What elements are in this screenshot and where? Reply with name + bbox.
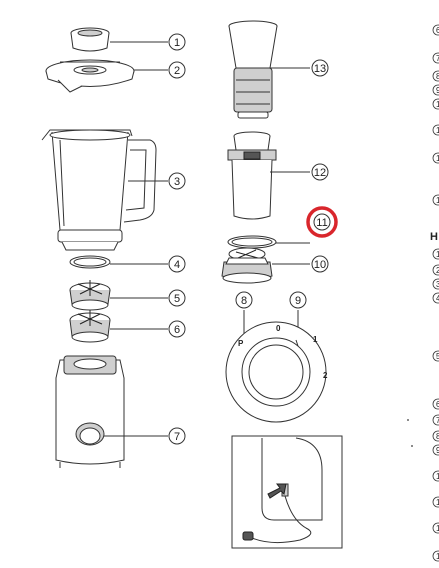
edge-item-label: 5: [436, 352, 439, 361]
callout-6: 6: [168, 320, 186, 338]
edge-item-10: 10: [432, 470, 439, 482]
edge-item-label: 7: [436, 54, 439, 63]
callout-label: 1: [174, 37, 180, 49]
edge-item-label: 11: [436, 126, 439, 135]
callout-8: 8: [235, 291, 253, 309]
callout-label: 11: [316, 217, 327, 229]
callout-7: 7: [168, 427, 186, 445]
edge-item-label: 13: [436, 196, 439, 205]
callout-2: 2: [168, 61, 186, 79]
blade-unit-mill: [69, 310, 111, 343]
edge-item-label: 9: [436, 86, 439, 95]
dial-label-off: 0: [276, 324, 281, 333]
edge-item-13: 13: [432, 194, 439, 206]
edge-item-7: 7: [432, 52, 439, 64]
edge-item-label: 2: [436, 266, 439, 275]
callout-4: 4: [168, 255, 186, 273]
callout-13: 13: [311, 59, 329, 77]
edge-item-9: 9: [432, 84, 439, 96]
mill-blade-unit: [221, 247, 273, 284]
edge-item-label: 12: [436, 524, 439, 533]
edge-item-label: 4: [436, 294, 439, 303]
dial-label-speed-2: 2: [323, 371, 328, 380]
edge-item-label: 6: [436, 400, 439, 409]
filter-unit: [228, 20, 278, 119]
right-edge-list: 67891011121312345678910111213H: [430, 24, 439, 562]
callout-label: 2: [174, 65, 180, 77]
edge-item-1: 1: [432, 248, 439, 260]
callout-10: 10: [311, 255, 329, 273]
dial-label-pulse: P: [238, 339, 244, 348]
speed-control-dial: [225, 310, 327, 423]
edge-item-label: 13: [436, 552, 439, 561]
edge-item-12: 12: [432, 152, 439, 164]
callout-label: 5: [174, 293, 180, 305]
edge-item-5: 5: [432, 350, 439, 362]
edge-item-11: 11: [432, 496, 439, 508]
edge-item-6: 6: [432, 398, 439, 410]
edge-item-label: 12: [436, 154, 439, 163]
edge-item-label: 11: [436, 498, 439, 507]
edge-item-label: 9: [436, 446, 439, 455]
cord-storage-inset: [231, 435, 343, 549]
motor-unit: [55, 355, 125, 468]
edge-item-3: 3: [432, 278, 439, 290]
edge-item-label: 1: [436, 250, 439, 259]
callout-label: 12: [314, 167, 326, 179]
highlight-circle-callout-11: [306, 206, 338, 238]
callout-label: 3: [174, 176, 180, 188]
callout-5: 5: [168, 289, 186, 307]
mill-beaker: [227, 131, 277, 220]
edge-item-10: 10: [432, 98, 439, 110]
callout-label: 13: [314, 63, 326, 75]
edge-item-label: 6: [436, 26, 439, 35]
edge-item-label: 8: [436, 72, 439, 81]
callout-9: 9: [289, 291, 307, 309]
blender-jar: [41, 129, 157, 251]
callout-1: 1: [168, 33, 186, 51]
sealing-ring-jar: [69, 255, 111, 269]
blender-lid: [45, 59, 135, 93]
dial-label-speed-1: 1: [313, 335, 318, 344]
edge-item-11: 11: [432, 124, 439, 136]
callout-11: 11: [313, 213, 331, 231]
callout-label: 4: [174, 259, 180, 271]
edge-item-label: 10: [436, 100, 439, 109]
page-dots: [407, 419, 413, 447]
callout-3: 3: [168, 172, 186, 190]
measuring-cap: [70, 27, 110, 52]
edge-item-label: 3: [436, 280, 439, 289]
callout-12: 12: [311, 163, 329, 181]
edge-item-7: 7: [432, 414, 439, 426]
edge-item-label: 8: [436, 432, 439, 441]
callout-label: 10: [314, 259, 326, 271]
sealing-ring-mill: [227, 235, 277, 249]
callout-label: 9: [295, 295, 301, 307]
callout-label: 7: [174, 431, 180, 443]
edge-item-6: 6: [432, 24, 439, 36]
blade-unit: [69, 280, 111, 311]
edge-item-label: 7: [436, 416, 439, 425]
callout-label: 8: [241, 295, 247, 307]
edge-item-label: 10: [436, 472, 439, 481]
edge-item-12: 12: [432, 522, 439, 534]
edge-item-9: 9: [432, 444, 439, 456]
edge-item-13: 13: [432, 550, 439, 562]
callout-label: 6: [174, 324, 180, 336]
edge-item-8: 8: [432, 430, 439, 442]
edge-section-letter: H: [430, 231, 438, 243]
edge-item-2: 2: [432, 264, 439, 276]
edge-item-4: 4: [432, 292, 439, 304]
edge-item-8: 8: [432, 70, 439, 82]
